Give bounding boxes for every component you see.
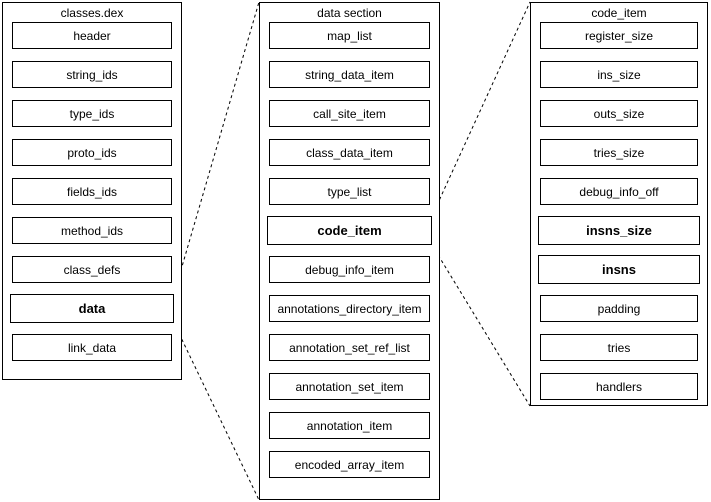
- box-label: insns: [602, 262, 636, 277]
- box-class_defs: class_defs: [12, 256, 172, 283]
- box-ins_size: ins_size: [540, 61, 698, 88]
- box-string_ids: string_ids: [12, 61, 172, 88]
- box-insns_size: insns_size: [538, 216, 700, 245]
- box-label: padding: [597, 301, 641, 316]
- box-label: class_data_item: [306, 145, 393, 160]
- dashed-connector-line: [431, 244, 531, 407]
- box-label: fields_ids: [66, 184, 118, 199]
- box-label: tries_size: [593, 145, 645, 160]
- box-annotation_item: annotation_item: [269, 412, 430, 439]
- box-label: class_defs: [63, 262, 121, 277]
- box-annotation_set_item: annotation_set_item: [269, 373, 430, 400]
- box-label: annotation_item: [306, 418, 393, 433]
- box-label: insns_size: [586, 223, 652, 238]
- box-fields_ids: fields_ids: [12, 178, 172, 205]
- column-items: register_size ins_size outs_size tries_size…: [531, 22, 707, 400]
- box-register_size: register_size: [540, 22, 698, 49]
- box-debug_info_item: debug_info_item: [269, 256, 430, 283]
- box-label: data: [78, 301, 106, 316]
- box-debug_info_off: debug_info_off: [540, 178, 698, 205]
- column-title: classes.dex: [60, 6, 124, 20]
- box-type_list: type_list: [269, 178, 430, 205]
- box-tries_size: tries_size: [540, 139, 698, 166]
- box-label: call_site_item: [313, 106, 386, 121]
- box-link_data: link_data: [12, 334, 172, 361]
- dashed-connector-line: [431, 1, 531, 217]
- box-string_data_item: string_data_item: [269, 61, 430, 88]
- box-label: encoded_array_item: [294, 457, 405, 472]
- box-handlers: handlers: [540, 373, 698, 400]
- box-label: register_size: [584, 28, 654, 43]
- box-label: annotation_set_ref_list: [289, 340, 410, 355]
- box-method_ids: method_ids: [12, 217, 172, 244]
- box-label: type_list: [327, 184, 372, 199]
- box-label: code_item: [317, 223, 382, 238]
- column-code-item: code_item register_size ins_size outs_size…: [530, 2, 708, 406]
- box-type_ids: type_ids: [12, 100, 172, 127]
- box-map_list: map_list: [269, 22, 430, 49]
- box-label: type_ids: [69, 106, 115, 121]
- box-header: header: [12, 22, 172, 49]
- box-insns: insns: [538, 255, 700, 284]
- box-label: header: [73, 28, 111, 43]
- box-label: ins_size: [597, 67, 641, 82]
- box-data: data: [10, 294, 174, 323]
- dashed-connector-line: [173, 322, 260, 501]
- box-padding: padding: [540, 295, 698, 322]
- box-label: method_ids: [60, 223, 124, 238]
- box-label: annotation_set_item: [295, 379, 404, 394]
- box-call_site_item: call_site_item: [269, 100, 430, 127]
- box-label: string_data_item: [305, 67, 394, 82]
- column-title: data section: [317, 6, 382, 20]
- box-label: proto_ids: [67, 145, 117, 160]
- box-class_data_item: class_data_item: [269, 139, 430, 166]
- box-annotations_directory_item: annotations_directory_item: [269, 295, 430, 322]
- box-label: debug_info_off: [579, 184, 659, 199]
- box-label: tries: [607, 340, 631, 355]
- box-label: handlers: [595, 379, 643, 394]
- box-annotation_set_ref_list: annotation_set_ref_list: [269, 334, 430, 361]
- dashed-connector-line: [173, 1, 260, 295]
- box-code_item: code_item: [267, 216, 432, 245]
- box-label: map_list: [327, 28, 372, 43]
- box-outs_size: outs_size: [540, 100, 698, 127]
- box-label: link_data: [67, 340, 117, 355]
- box-label: outs_size: [593, 106, 645, 121]
- column-items: header string_ids type_ids proto_ids fields_…: [3, 22, 181, 361]
- box-label: annotations_directory_item: [277, 301, 422, 316]
- box-tries: tries: [540, 334, 698, 361]
- column-title: code_item: [591, 6, 647, 20]
- box-encoded_array_item: encoded_array_item: [269, 451, 430, 478]
- box-label: string_ids: [66, 67, 118, 82]
- box-label: debug_info_item: [305, 262, 394, 277]
- box-proto_ids: proto_ids: [12, 139, 172, 166]
